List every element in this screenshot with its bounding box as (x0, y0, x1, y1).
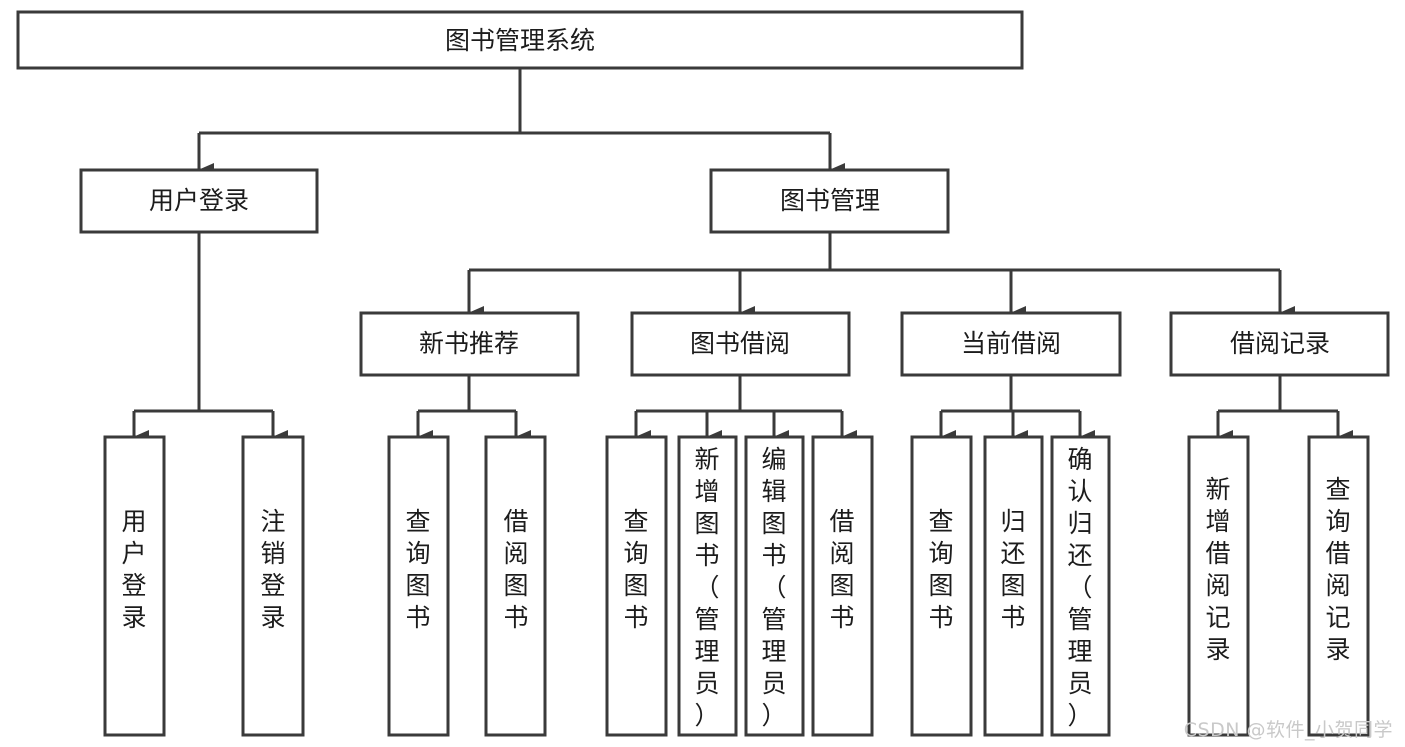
node-user-login[interactable]: 用户登录 (79, 168, 319, 234)
node-leaf-add-book-label: 新增图书（管理员） (694, 445, 719, 730)
node-leaf-query-book-2[interactable]: 查询图书 (605, 435, 668, 737)
connector-group-user-login-to-leaves (132, 232, 288, 444)
node-leaf-logout-label: 注销登录 (260, 507, 285, 632)
node-user-login-box[interactable] (79, 168, 319, 234)
node-leaf-logout[interactable]: 注销登录 (241, 435, 305, 737)
connector-group-current-borrow-to-leaves (939, 375, 1095, 444)
node-leaf-user-login[interactable]: 用户登录 (103, 435, 166, 737)
connector-group-root-to-level2 (197, 68, 845, 177)
node-borrow-record[interactable]: 借阅记录 (1169, 311, 1390, 377)
node-leaf-return-book-label: 归还图书 (1000, 507, 1025, 632)
node-leaf-add-record-box[interactable] (1187, 435, 1250, 737)
node-leaf-edit-book-label: 编辑图书（管理员） (761, 445, 786, 730)
node-book-manage[interactable]: 图书管理 (709, 168, 950, 234)
node-leaf-query-record[interactable]: 查询借阅记录 (1307, 435, 1370, 737)
node-book-manage-label: 图书管理 (780, 186, 880, 215)
node-book-borrow[interactable]: 图书借阅 (630, 311, 851, 377)
node-leaf-borrow-book-1-label: 借阅图书 (503, 507, 528, 632)
node-book-borrow-box[interactable] (630, 311, 851, 377)
node-leaf-add-record-label: 新增借阅记录 (1205, 475, 1230, 664)
node-leaf-borrow-book-2[interactable]: 借阅图书 (811, 435, 874, 737)
node-book-manage-box[interactable] (709, 168, 950, 234)
node-borrow-record-label: 借阅记录 (1230, 329, 1330, 358)
node-leaf-borrow-book-1-box[interactable] (484, 435, 547, 737)
node-leaf-edit-book[interactable]: 编辑图书（管理员） (744, 435, 805, 737)
node-new-book-rec-box[interactable] (359, 311, 580, 377)
node-leaf-add-record[interactable]: 新增借阅记录 (1187, 435, 1250, 737)
node-current-borrow[interactable]: 当前借阅 (900, 311, 1122, 377)
node-leaf-query-book-3[interactable]: 查询图书 (910, 435, 973, 737)
node-leaf-add-book[interactable]: 新增图书（管理员） (677, 435, 738, 737)
connector-group-book-manage-to-level3 (467, 232, 1295, 320)
node-leaf-query-book-1[interactable]: 查询图书 (387, 435, 450, 737)
node-leaf-query-book-2-box[interactable] (605, 435, 668, 737)
node-user-login-label: 用户登录 (149, 186, 249, 215)
node-root-label: 图书管理系统 (445, 26, 595, 55)
node-borrow-record-box[interactable] (1169, 311, 1390, 377)
node-leaf-query-book-2-label: 查询图书 (623, 507, 648, 632)
connector-group-new-book-rec-to-leaves (416, 375, 531, 444)
node-leaf-query-book-1-box[interactable] (387, 435, 450, 737)
node-leaf-user-login-label: 用户登录 (121, 507, 146, 632)
node-leaf-query-record-label: 查询借阅记录 (1325, 475, 1350, 664)
node-book-borrow-label: 图书借阅 (690, 329, 790, 358)
node-leaf-borrow-book-2-label: 借阅图书 (829, 507, 854, 632)
node-root-box[interactable] (16, 10, 1024, 70)
node-new-book-rec-label: 新书推荐 (419, 329, 519, 358)
node-leaf-query-record-box[interactable] (1307, 435, 1370, 737)
node-leaf-add-book-box[interactable] (677, 435, 738, 737)
node-leaf-edit-book-box[interactable] (744, 435, 805, 737)
node-leaf-return-book-box[interactable] (983, 435, 1044, 737)
node-leaf-confirm-return-box[interactable] (1050, 435, 1111, 737)
node-new-book-rec[interactable]: 新书推荐 (359, 311, 580, 377)
node-leaf-logout-box[interactable] (241, 435, 305, 737)
node-leaf-user-login-box[interactable] (103, 435, 166, 737)
node-root[interactable]: 图书管理系统 (16, 10, 1024, 70)
connector-group-book-borrow-to-leaves (634, 375, 857, 444)
watermark-label: CSDN @软件_小贺同学 (1183, 719, 1393, 741)
node-current-borrow-label: 当前借阅 (961, 329, 1061, 358)
node-leaf-query-book-1-label: 查询图书 (405, 507, 430, 632)
node-current-borrow-box[interactable] (900, 311, 1122, 377)
node-leaf-confirm-return-label: 确认归还（管理员） (1067, 445, 1092, 730)
node-leaf-return-book[interactable]: 归还图书 (983, 435, 1044, 737)
node-leaf-confirm-return[interactable]: 确认归还（管理员） (1050, 435, 1111, 737)
node-leaf-query-book-3-box[interactable] (910, 435, 973, 737)
node-leaf-borrow-book-2-box[interactable] (811, 435, 874, 737)
node-leaf-borrow-book-1[interactable]: 借阅图书 (484, 435, 547, 737)
node-leaf-query-book-3-label: 查询图书 (928, 507, 953, 632)
connector-group-borrow-record-to-leaves (1216, 375, 1353, 444)
